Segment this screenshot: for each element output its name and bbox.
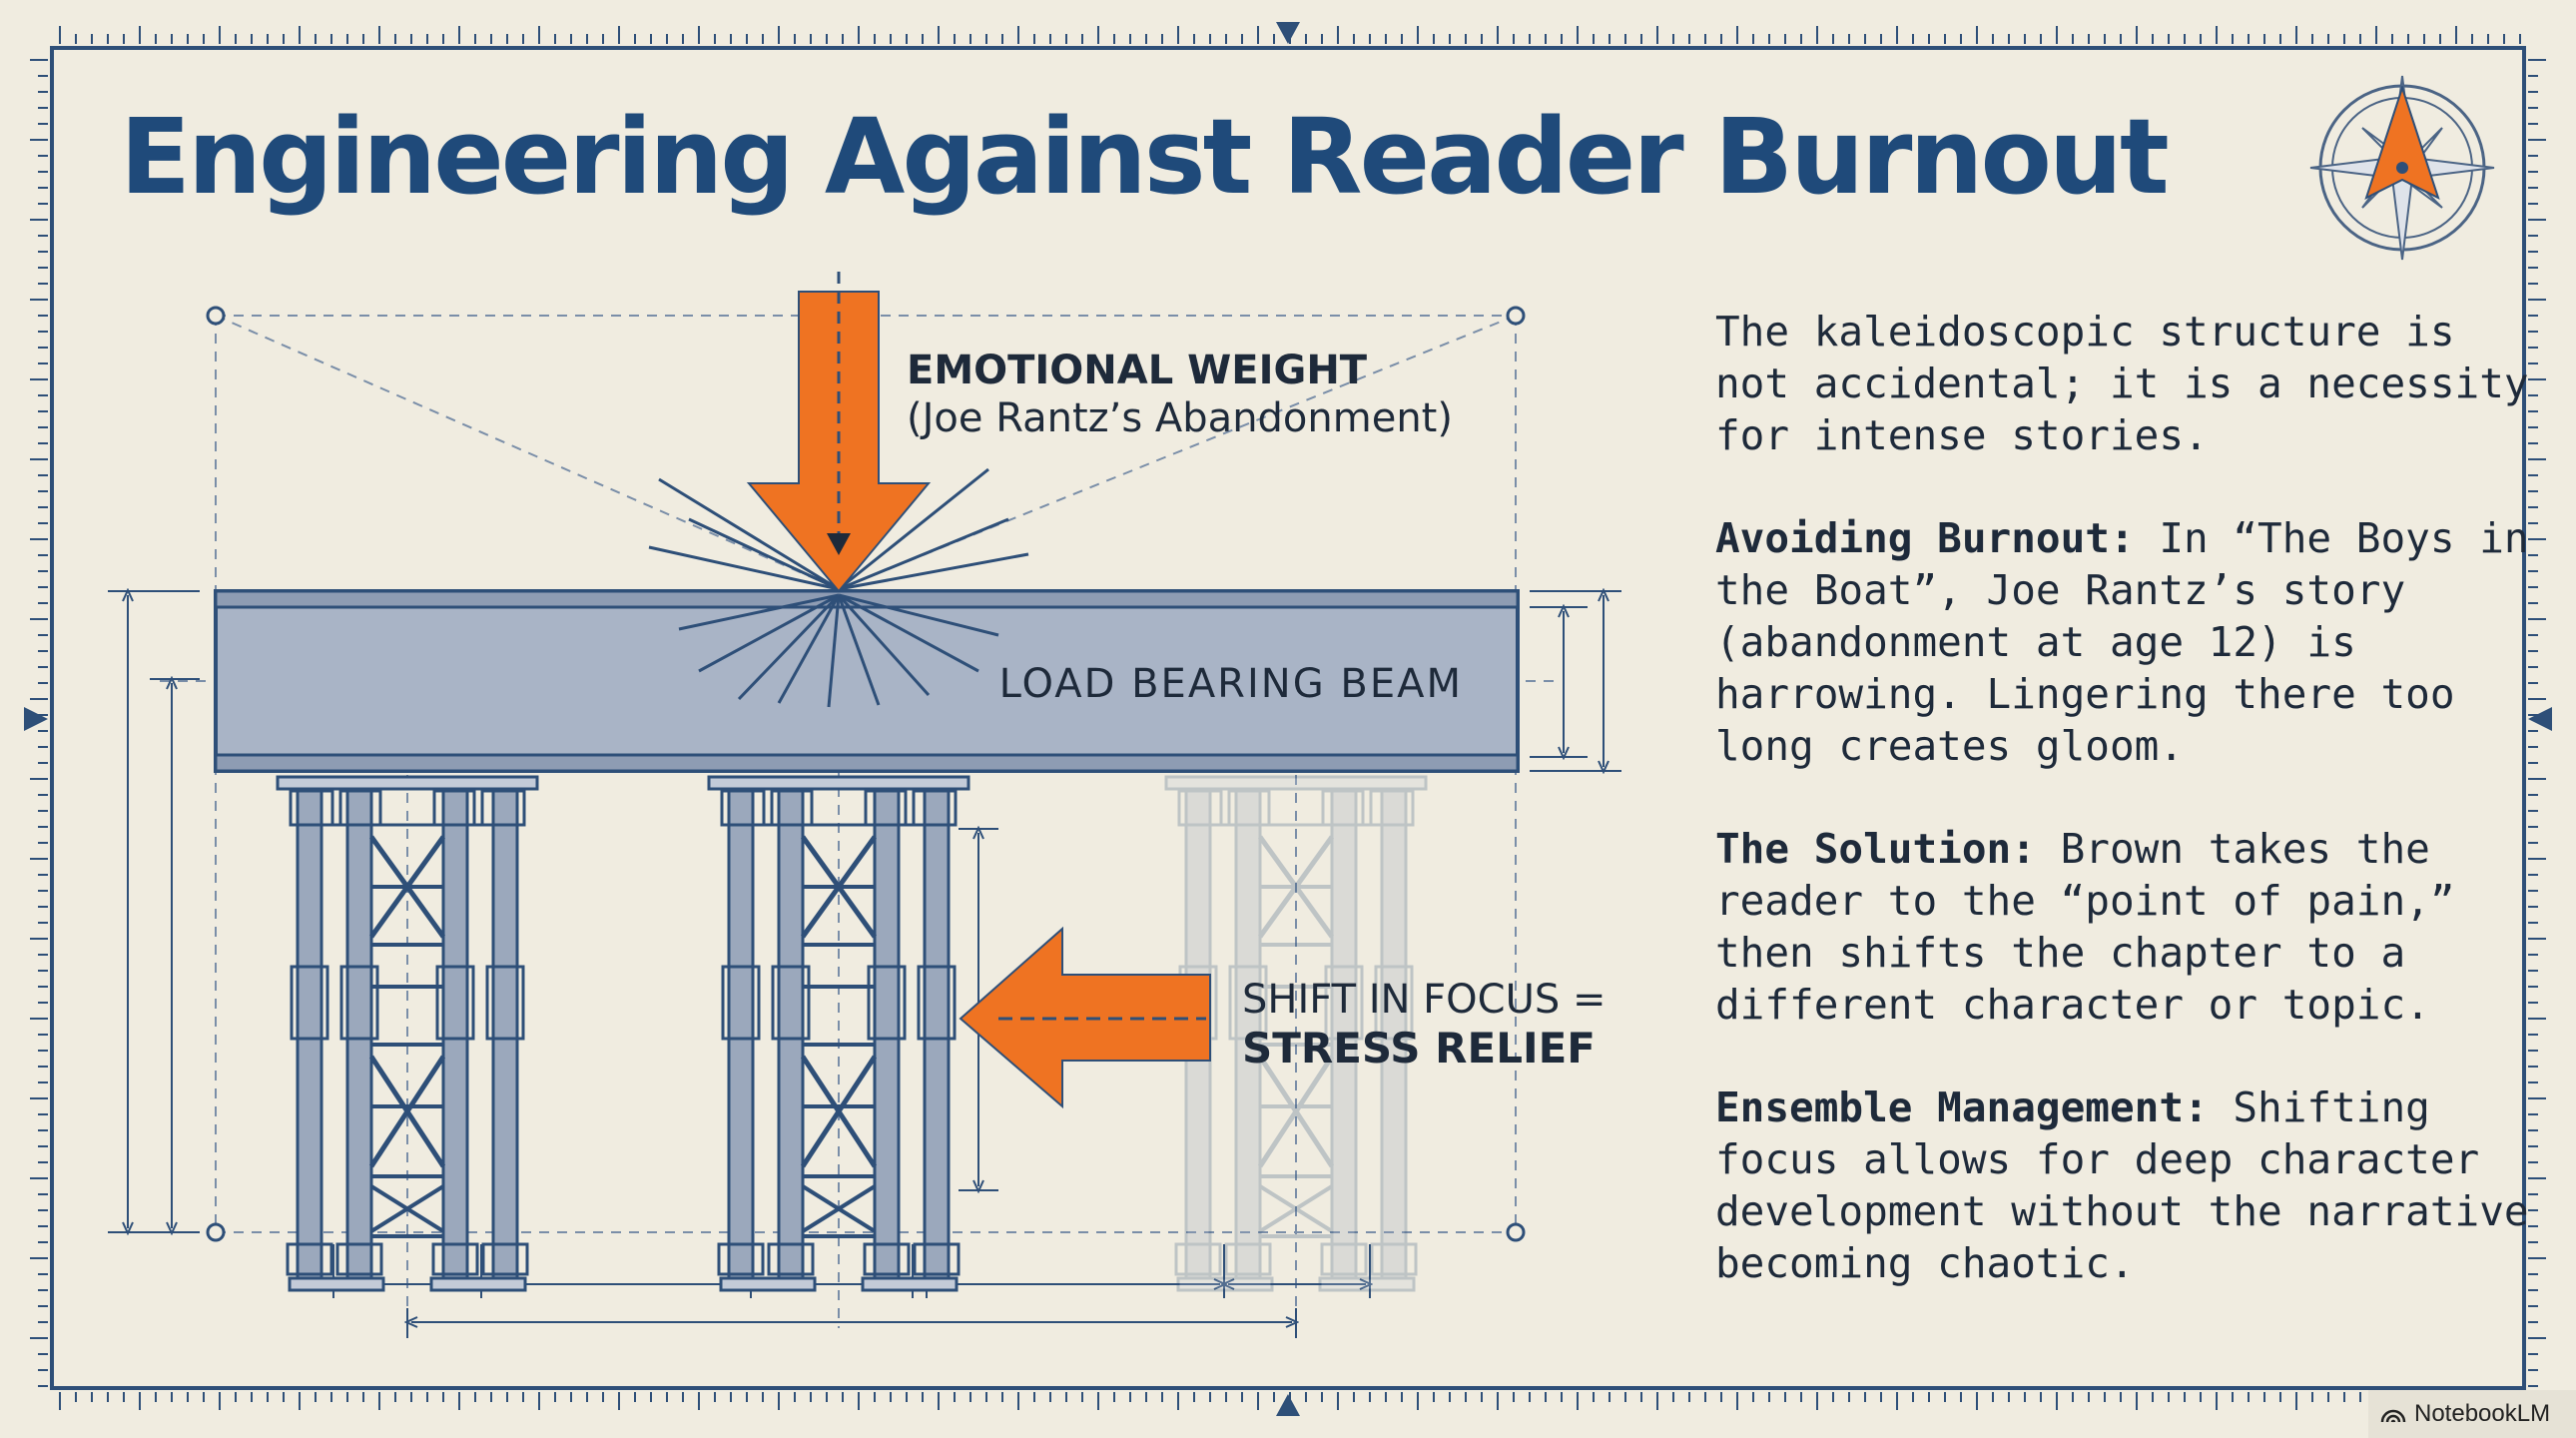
section-text: Brown takes the reader to the “point of … (1715, 825, 2455, 1029)
section-heading: Ensemble Management: (1715, 1083, 2209, 1131)
section-text: In “The Boys in the Boat”, Joe Rantz’s s… (1715, 514, 2529, 770)
impact-burst (648, 467, 1029, 708)
shift-focus-arrow (959, 926, 1211, 1109)
construction-nodes (206, 306, 1526, 1242)
section-heading: Avoiding Burnout: (1715, 514, 2135, 562)
page-title: Engineering Against Reader Burnout (120, 96, 2170, 218)
section-avoiding-burnout: Avoiding Burnout: In “The Boys in the Bo… (1715, 512, 2534, 772)
ruler-marks (30, 26, 2546, 1410)
frame-border (50, 46, 2526, 1390)
support-tower-center (709, 777, 968, 1290)
emotional-weight-subtitle: (Joe Rantz’s Abandonment) (907, 395, 1453, 441)
notebooklm-logo-icon (2380, 1409, 2406, 1423)
intro-paragraph: The kaleidoscopic structure is not accid… (1715, 308, 2529, 459)
section-ensemble-management: Ensemble Management: Shifting focus allo… (1715, 1081, 2534, 1289)
shift-focus-label: SHIFT IN FOCUS = (1242, 977, 1606, 1023)
ruler-marker-bottom (1276, 1394, 1300, 1416)
section-solution: The Solution: Brown takes the reader to … (1715, 823, 2534, 1031)
construction-lines (160, 315, 1558, 1328)
explanation-panel: The kaleidoscopic structure is not accid… (1715, 306, 2534, 1340)
ruler-marker-left (24, 707, 48, 731)
badge-label: NotebookLM (2414, 1400, 2551, 1427)
ruler-marker-right (2528, 707, 2552, 731)
emotional-weight-arrow (746, 272, 932, 593)
notebooklm-badge[interactable]: NotebookLM (2368, 1390, 2576, 1438)
ruler-marker-top (1276, 22, 1300, 44)
stress-relief-label: STRESS RELIEF (1242, 1024, 1596, 1073)
section-text: Shifting focus allows for deep character… (1715, 1083, 2529, 1287)
section-heading: The Solution: (1715, 825, 2036, 873)
load-bearing-beam: LOAD BEARING BEAM (214, 589, 1520, 773)
beam-label: LOAD BEARING BEAM (999, 661, 1463, 707)
compass-rose-icon (2309, 75, 2495, 261)
emotional-weight-title: EMOTIONAL WEIGHT (907, 348, 1368, 393)
